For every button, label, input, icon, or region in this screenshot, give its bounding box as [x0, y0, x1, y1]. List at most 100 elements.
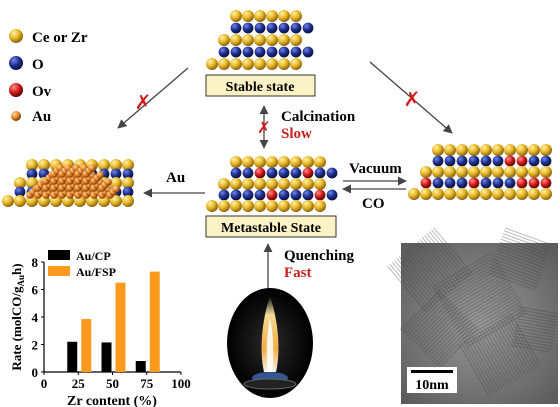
tem-fringe: [387, 265, 427, 313]
slow-label: Slow: [281, 126, 312, 142]
vacancy-rich-lattice: [408, 144, 552, 200]
tem-fringe: [513, 335, 554, 344]
lattice-atom: [444, 166, 456, 178]
lattice-atom: [278, 156, 290, 168]
tem-fringe: [494, 322, 526, 376]
lattice-atom: [456, 144, 468, 156]
lattice-atom: [528, 155, 540, 167]
lattice-atom: [266, 10, 278, 22]
lattice-atom: [290, 34, 302, 46]
tem-fringe: [515, 324, 556, 332]
chart-bars: [67, 271, 160, 372]
bar-au-cp: [135, 361, 146, 372]
legend-swatch-o: [9, 56, 23, 70]
lattice-atom: [122, 177, 134, 189]
tem-fringe: [510, 313, 542, 367]
lattice-atom: [302, 178, 314, 190]
chart-y-axis-label: Rate (molCO/gAuh): [9, 263, 26, 370]
lattice-atom: [38, 159, 50, 171]
au-deposition-label: Au: [166, 170, 185, 186]
lattice-atom: [302, 46, 314, 58]
co-label: CO: [362, 196, 385, 212]
lattice-atom: [432, 155, 444, 167]
lattice-atom: [468, 166, 480, 178]
tem-crystallite: [400, 290, 479, 369]
tem-fringe: [474, 334, 506, 388]
lattice-atom: [242, 34, 254, 46]
lattice-atom: [266, 58, 278, 70]
tem-fringe: [496, 250, 545, 269]
lattice-atom: [206, 58, 218, 70]
tem-fringe: [518, 306, 559, 315]
lattice-atom: [492, 166, 504, 178]
chart-legend-label: Au/CP: [76, 249, 111, 263]
lattice-atom: [528, 177, 540, 189]
tem-fringe: [421, 237, 462, 284]
tem-fringe: [504, 227, 553, 246]
lattice-atom: [468, 155, 480, 167]
tem-fringe: [461, 342, 493, 395]
tem-fringe: [492, 324, 524, 377]
lattice-atom: [122, 186, 134, 198]
stable-state-lattice: [206, 10, 314, 70]
tem-fringe: [516, 321, 556, 330]
tem-fringe: [391, 262, 432, 309]
tem-fringe: [492, 261, 540, 280]
lattice-atom: [468, 144, 480, 156]
lattice-atom: [290, 10, 302, 22]
lattice-atom: [480, 188, 492, 200]
tem-fringe: [408, 298, 449, 339]
lattice-atom: [456, 166, 468, 178]
lattice-atom: [278, 178, 290, 190]
lattice-atom: [266, 34, 278, 46]
lattice-atom: [528, 144, 540, 156]
legend: Ce or Zr O Ov Au: [9, 29, 88, 125]
scale-bar: [411, 370, 453, 373]
lattice-atom: [266, 178, 278, 190]
lattice-atom: [254, 58, 266, 70]
tem-fringe: [425, 315, 466, 356]
tem-fringe: [408, 248, 448, 296]
lattice-atom: [110, 159, 122, 171]
tem-micrograph: 10nm: [387, 227, 559, 404]
au-atom: [96, 171, 104, 179]
lattice-atom: [14, 195, 26, 207]
y-tick-label: 2: [32, 338, 39, 353]
lattice-atom: [444, 144, 456, 156]
bar-au-fsp: [115, 282, 126, 372]
tem-fringe: [412, 244, 452, 292]
lattice-atom: [516, 155, 528, 167]
x-tick-label: 25: [72, 376, 86, 391]
legend-label-ce-zr: Ce or Zr: [32, 30, 88, 46]
tem-fringe: [514, 329, 555, 338]
lattice-atom: [290, 167, 302, 179]
lattice-atom: [254, 34, 266, 46]
tem-fringe: [404, 294, 445, 335]
lattice-atom: [302, 200, 314, 212]
lattice-atom: [302, 156, 314, 168]
tem-fringe: [489, 325, 521, 379]
lattice-atom: [444, 188, 456, 200]
tem-fringe: [423, 313, 464, 354]
tem-fringe: [414, 304, 456, 346]
tem-fringe: [437, 262, 500, 299]
lattice-atom: [278, 200, 290, 212]
stable-state-box: [205, 74, 316, 97]
tem-fringe: [457, 295, 519, 332]
lattice-atom: [230, 156, 242, 168]
tem-fringe: [490, 266, 538, 285]
lattice-atom: [516, 166, 528, 178]
lattice-atom: [278, 22, 290, 34]
tem-fringe: [451, 285, 513, 322]
lattice-atom: [254, 22, 266, 34]
lattice-atom: [98, 159, 110, 171]
lattice-atom: [242, 46, 254, 58]
lattice-atom: [314, 167, 326, 179]
tem-fringe: [511, 344, 552, 353]
lattice-atom: [242, 10, 254, 22]
lattice-atom: [26, 168, 38, 180]
tem-fringe: [400, 290, 441, 331]
lattice-atom: [432, 166, 444, 178]
lattice-atom: [326, 167, 338, 179]
